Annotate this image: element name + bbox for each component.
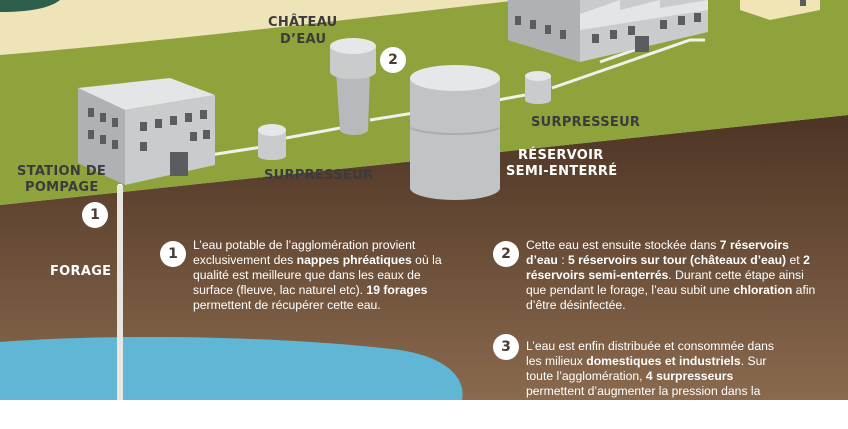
label-chateau-line2: D’EAU: [280, 32, 327, 47]
step-2-segment: Cette eau est ensuite stockée dans: [526, 238, 720, 252]
step-1-segment: 19 forages: [366, 283, 428, 297]
booster-left: [258, 124, 286, 160]
step-2-segment: . Durant cette étape ainsi que pendant l…: [526, 268, 804, 297]
step-2-segment: 7 réservoirs d’eau: [526, 238, 789, 267]
badge-station: 1: [82, 202, 108, 228]
label-chateau-line1: CHÂTEAU: [268, 15, 338, 30]
step-2-segment: et: [786, 253, 804, 267]
step-2-segment: 2 réservoirs semi-enterrés: [526, 253, 810, 282]
step-1-segment: permettent de récupérer cette eau.: [193, 298, 381, 312]
reservoir: [409, 65, 501, 200]
borehole-pipe: [117, 185, 123, 400]
water-table: [0, 336, 463, 400]
step-1-segment: L’eau potable de l’agglomération provien…: [193, 238, 416, 267]
sea-corner: [0, 0, 60, 12]
step-2-segment: afin d’être désinfectée.: [526, 283, 816, 312]
step-1-segment: nappes phréatiques: [296, 253, 412, 267]
step-2-segment: chloration: [733, 283, 793, 297]
step-3-segment: domestiques et industriels: [586, 354, 741, 368]
label-station-line2: POMPAGE: [25, 180, 99, 195]
step-1-text: L’eau potable de l’agglomération provien…: [193, 238, 461, 313]
step-1-segment: où la qualité est meilleure que dans les…: [193, 253, 442, 297]
badge-step-3: 3: [493, 334, 519, 360]
factory: [508, 0, 708, 62]
step-3-segment: 4 surpresseurs: [645, 369, 734, 383]
badge-step-1: 1: [160, 241, 186, 267]
step-3-segment: . Sur toute l’agglomération,: [526, 354, 767, 383]
badge-chateau: 2: [380, 47, 406, 73]
water-tower: [330, 38, 376, 135]
step-2-segment: 5 réservoirs sur tour (châteaux d’eau): [568, 253, 787, 267]
illustration: [0, 0, 848, 400]
booster-right: [525, 71, 551, 104]
step-3-text: L’eau est enfin distribuée et consommée …: [526, 339, 788, 429]
step-2-text: Cette eau est ensuite stockée dans 7 rés…: [526, 238, 816, 313]
label-surpresseur-left: SURPRESSEUR: [264, 168, 374, 183]
pumping-station: [78, 78, 215, 185]
label-station-line1: STATION DE: [17, 164, 107, 179]
label-surpresseur-right: SURPRESSEUR: [531, 115, 641, 130]
house: [740, 0, 820, 20]
step-3-segment: L’eau est enfin distribuée et consommée …: [526, 339, 774, 368]
label-forage: FORAGE: [50, 264, 112, 279]
step-2-segment: :: [557, 253, 569, 267]
label-reservoir-line2: SEMI-ENTERRÉ: [506, 164, 618, 179]
step-3-segment: permettent d’augmenter la pression dans …: [526, 384, 761, 428]
ground: [0, 115, 848, 400]
badge-step-2: 2: [493, 241, 519, 267]
label-reservoir-line1: RÉSERVOIR: [518, 148, 604, 163]
